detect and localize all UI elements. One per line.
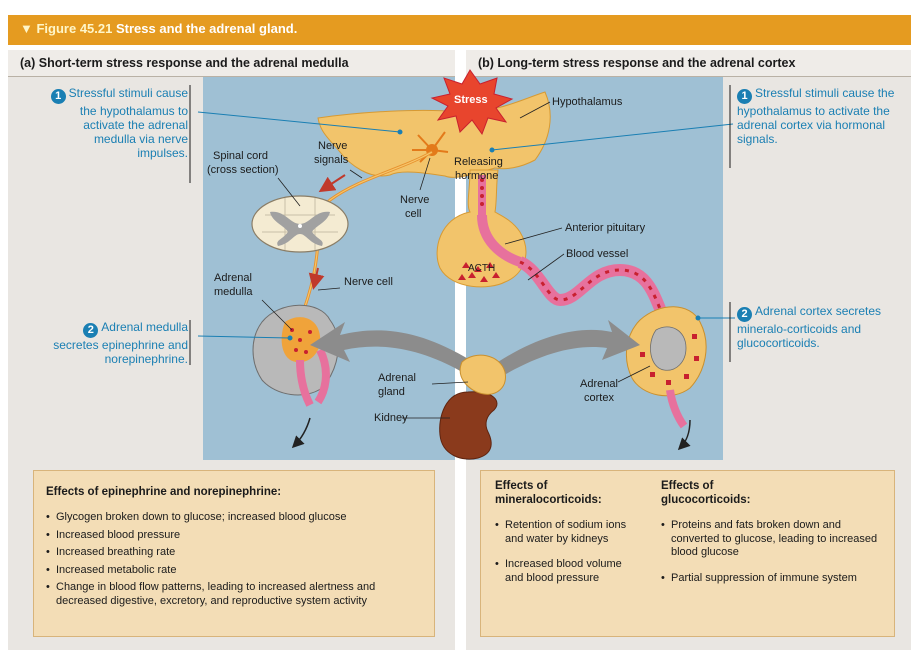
epinephrine-effects-box: Effects of epinephrine and norepinephrin… — [33, 470, 435, 637]
nerve-cell-top-label-2: cell — [405, 208, 422, 221]
adrenal-cortex-gland — [626, 307, 706, 426]
cross-section-label: (cross section) — [207, 164, 279, 177]
list-item: Increased blood pressure — [46, 529, 421, 543]
kidney-icon — [440, 355, 506, 459]
nerve-signal-arrow-icon — [322, 175, 345, 190]
adrenal-cortex-label-1: Adrenal — [580, 378, 618, 391]
grey-arrow-right-icon — [498, 320, 640, 374]
list-item: Retention of sodium ions and water by ki… — [495, 519, 635, 546]
corticoid-effects-box: Effects of mineralocorticoids: Retention… — [480, 470, 895, 637]
epinephrine-effects-list: Glycogen broken down to glucose; increas… — [46, 511, 421, 612]
spinal-cord-icon — [252, 196, 348, 252]
gluco-heading-1: Effects of — [661, 479, 713, 493]
list-item: Increased metabolic rate — [46, 564, 421, 578]
hypothalamus-shape — [318, 92, 550, 177]
spinal-cord-label: Spinal cord — [213, 150, 268, 163]
nerve-signals-label-1: Nerve — [318, 140, 347, 153]
list-item: Glycogen broken down to glucose; increas… — [46, 511, 421, 525]
acth-label: ACTH — [468, 262, 495, 275]
blood-vessel-label: Blood vessel — [566, 248, 628, 261]
adrenal-gland-label-1: Adrenal — [378, 372, 416, 385]
list-item: Increased blood volume and blood pressur… — [495, 558, 635, 585]
nerve-cell-label: Nerve cell — [344, 276, 393, 289]
nerve-cell-top-label-1: Nerve — [400, 194, 429, 207]
list-item: Proteins and fats broken down and conver… — [661, 519, 881, 560]
step-2-b-badge: 2 — [737, 307, 752, 322]
panel-a-step-1-text: Stressful stimuli cause the hypothalamus… — [69, 86, 188, 160]
mineralo-heading-2: mineralocorticoids: — [495, 493, 602, 507]
left-output-arrow-icon — [294, 418, 310, 446]
adrenal-medulla-label-1: Adrenal — [214, 272, 252, 285]
anterior-pituitary-label: Anterior pituitary — [565, 222, 645, 235]
list-item: Increased breathing rate — [46, 546, 421, 560]
mineralo-heading-1: Effects of — [495, 479, 547, 493]
adrenal-medulla-label-2: medulla — [214, 286, 253, 299]
step-2-badge: 2 — [83, 323, 98, 338]
panel-b-step-2-text: Adrenal cortex secretes mineralo-cortico… — [737, 304, 881, 350]
adrenal-gland-label-2: gland — [378, 386, 405, 399]
releasing-hormone-label-2: hormone — [455, 170, 498, 183]
panel-b-step-1-text: Stressful stimuli cause the hypothalamus… — [737, 86, 894, 146]
gluco-effects-list: Proteins and fats broken down and conver… — [661, 519, 881, 589]
mineralo-effects-list: Retention of sodium ions and water by ki… — [495, 519, 635, 589]
nerve-signals-label-2: signals — [314, 154, 348, 167]
panel-a-step-2-text: Adrenal medulla secretes epinephrine and… — [53, 320, 188, 366]
adrenal-medulla-gland — [253, 305, 338, 405]
hypothalamus-label: Hypothalamus — [552, 96, 622, 109]
step-1-badge: 1 — [51, 89, 66, 104]
kidney-label: Kidney — [374, 412, 408, 425]
releasing-hormone-label-1: Releasing — [454, 156, 503, 169]
gluco-heading-2: glucocorticoids: — [661, 493, 750, 507]
list-item: Change in blood flow patterns, leading t… — [46, 581, 421, 608]
list-item: Partial suppression of immune system — [661, 572, 881, 586]
adrenal-cortex-label-2: cortex — [584, 392, 614, 405]
step-1-b-badge: 1 — [737, 89, 752, 104]
stress-label: Stress — [454, 94, 488, 107]
epinephrine-effects-heading: Effects of epinephrine and norepinephrin… — [46, 485, 281, 499]
